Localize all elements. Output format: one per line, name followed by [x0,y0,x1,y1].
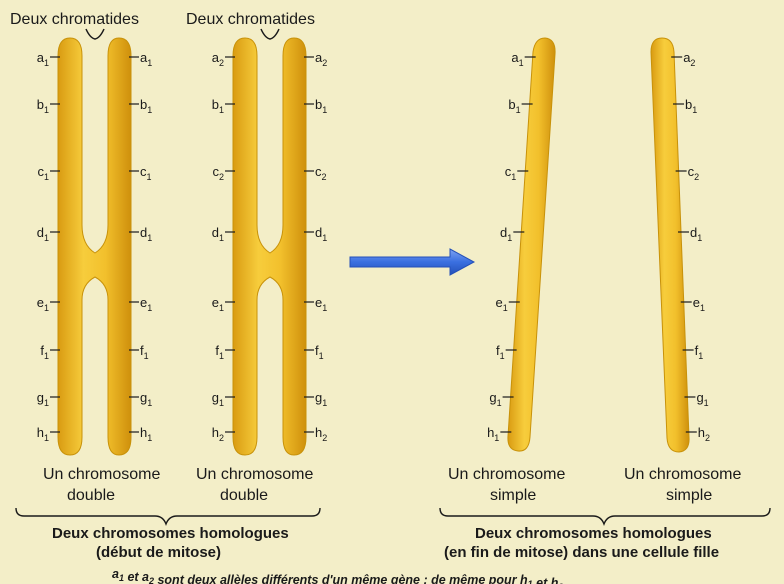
simple-chromosome-2 [651,38,689,452]
gene-label: a2 [683,50,695,68]
footnote: a1 et a2 sont deux allèles différents d'… [112,567,574,584]
gene-label: c2 [315,164,327,182]
gene-label: c1 [37,164,49,182]
caption-chromosome-3-line2: simple [490,487,536,504]
label-bracket-1 [86,29,104,39]
gene-label: a2 [212,50,224,68]
gene-label: b1 [685,97,697,115]
gene-label: b1 [140,97,152,115]
gene-label: h1 [37,425,49,443]
gene-label: e1 [37,295,49,313]
double-chromosome-2 [233,38,306,455]
gene-label: f1 [315,343,324,361]
gene-label: h1 [487,425,499,443]
gene-label: d1 [37,225,49,243]
caption-chromosome-1-line1: Un chromosome [43,466,160,483]
gene-label: c2 [212,164,224,182]
caption-chromosome-2-line2: double [220,487,268,504]
gene-label: c2 [688,164,700,182]
gene-label: g1 [696,390,708,408]
gene-label: h1 [140,425,152,443]
gene-label: h2 [212,425,224,443]
gene-label: a1 [140,50,152,68]
double-chromosome-1 [58,38,131,455]
gene-label: e1 [315,295,327,313]
group-brace-1 [16,508,320,524]
caption-chromosome-4-line1: Un chromosome [624,466,741,483]
gene-label: a1 [511,50,523,68]
gene-label: f1 [40,343,49,361]
gene-label: f1 [496,343,505,361]
group-brace-2 [440,508,770,524]
gene-label: b1 [508,97,520,115]
top-label-chromatides-2: Deux chromatides [186,11,315,28]
group-label-2-line2: (en fin de mitose) dans une cellule fill… [444,544,719,561]
gene-label: d1 [315,225,327,243]
transition-arrow [350,249,474,275]
gene-label: g1 [37,390,49,408]
gene-label: f1 [695,343,704,361]
gene-label: h2 [315,425,327,443]
gene-label: b1 [212,97,224,115]
gene-label: e1 [693,295,705,313]
gene-label: e1 [140,295,152,313]
gene-label: d1 [212,225,224,243]
gene-labels: a1 b1 c1 d1 e1 f1 g1 h1 a1 b1 c1 d1 e1 f1 g1 h1 a2 b1 c2 d1… [37,50,710,443]
gene-label: d1 [500,225,512,243]
gene-label: g1 [212,390,224,408]
gene-label: d1 [140,225,152,243]
gene-label: e1 [212,295,224,313]
label-bracket-2 [261,29,279,39]
gene-label: c1 [140,164,152,182]
gene-label: h2 [698,425,710,443]
gene-label: f1 [215,343,224,361]
caption-chromosome-4-line2: simple [666,487,712,504]
gene-label: c1 [505,164,517,182]
group-label-1-line2: (début de mitose) [96,544,221,561]
group-label-2-line1: Deux chromosomes homologues [475,525,712,542]
caption-chromosome-2-line1: Un chromosome [196,466,313,483]
gene-label: d1 [690,225,702,243]
gene-label: g1 [315,390,327,408]
gene-label: a1 [37,50,49,68]
caption-chromosome-1-line2: double [67,487,115,504]
caption-chromosome-3-line1: Un chromosome [448,466,565,483]
gene-label: b1 [37,97,49,115]
group-label-1-line1: Deux chromosomes homologues [52,525,289,542]
gene-label: g1 [140,390,152,408]
top-label-chromatides-1: Deux chromatides [10,11,139,28]
gene-label: g1 [489,390,501,408]
gene-label: a2 [315,50,327,68]
gene-label: e1 [496,295,508,313]
gene-label: f1 [140,343,149,361]
gene-label: b1 [315,97,327,115]
